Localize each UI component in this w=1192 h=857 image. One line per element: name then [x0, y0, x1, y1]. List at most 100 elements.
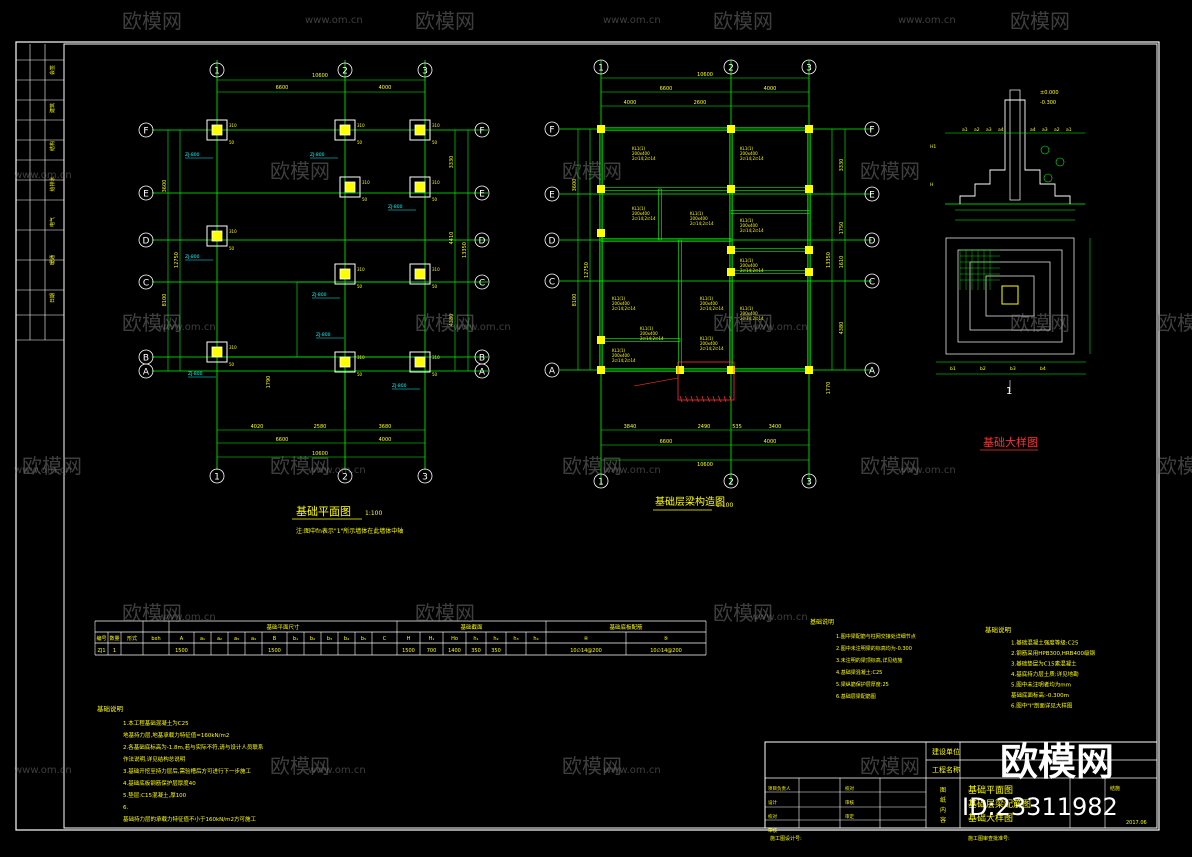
- axis-top-2-label: 2: [728, 64, 734, 74]
- column-section: [727, 125, 735, 133]
- stair-hatch: [729, 395, 732, 403]
- beam-callout: KL1(1): [740, 306, 754, 311]
- title-block-content-label: 内: [940, 806, 946, 814]
- axis-right-F-label: F: [869, 126, 874, 136]
- table-col-header: b₅: [361, 636, 366, 642]
- axis-right-C-bubble: [474, 274, 490, 290]
- dim-right-total: 13350: [462, 242, 468, 258]
- dim-top: 4000: [624, 100, 637, 106]
- footing-dim: 50: [357, 372, 363, 377]
- dim-bottom: 4020: [251, 424, 264, 430]
- foundation-beam: [658, 188, 662, 241]
- dim-top-2: 4000: [379, 85, 392, 91]
- detail-dim-label: a1: [962, 127, 968, 133]
- footing-dim: 50: [432, 372, 438, 377]
- table-group-header: 基础截面: [460, 623, 483, 631]
- axis-left-C-label: C: [143, 279, 149, 289]
- dim-stair: 1790: [266, 376, 272, 389]
- detail-dim-label: H1: [930, 144, 936, 150]
- column-section: [597, 366, 605, 374]
- table-col-header: b₃: [327, 636, 332, 642]
- watermark-url: www.om.cn: [14, 170, 72, 181]
- axis-right-D-bubble: [474, 232, 490, 248]
- footing-callout: ZJ-800: [312, 292, 327, 298]
- table-cell: 1: [113, 648, 116, 654]
- dim-bottom: 4000: [764, 439, 777, 445]
- dim-bottom: 2490: [698, 424, 711, 430]
- watermark-logo: 欧模网: [860, 454, 920, 478]
- watermark-logo: 欧模网: [1010, 311, 1070, 335]
- foundation-beam-plan: KL1(1)200x4002∅14;2∅14KL1(1)200x4002∅14;…: [544, 59, 880, 489]
- side-strip-label: 结构: [49, 141, 56, 151]
- notes-right-line: 基础底面标高:-0.300m: [1011, 691, 1069, 699]
- dim-top: 6600: [660, 86, 673, 92]
- watermark-logo: 欧模网: [860, 159, 920, 183]
- table-col-header: C: [383, 636, 387, 642]
- footing-dim: 310: [357, 355, 365, 360]
- footing-outline: [206, 225, 228, 247]
- title-block-role: 审核: [845, 799, 854, 806]
- axis-left-D-bubble: [138, 232, 154, 248]
- dim-bottom: 2580: [314, 424, 327, 430]
- watermark-logo: 欧模网: [122, 9, 182, 33]
- beam-callout: KL1(1): [740, 146, 754, 151]
- title-block-drawing-name: 基础平面图: [968, 784, 1013, 796]
- table-col-header: b₂: [310, 636, 315, 642]
- axis-bottom-1-bubble: [593, 473, 609, 489]
- dim-bottom: 3400: [769, 424, 782, 430]
- stair-opening: [677, 361, 735, 401]
- notes-mid-line: 2.图中未注明梁的标高均为-0.300: [836, 645, 912, 652]
- column-section: [597, 229, 605, 237]
- watermark-logo: 欧模网: [22, 454, 82, 478]
- table-col-header: 形式: [127, 635, 137, 642]
- dim-bottom: 6600: [660, 439, 673, 445]
- axis-top-1-label: 1: [214, 67, 220, 77]
- table-col-header: Ho: [451, 636, 458, 642]
- footing-callout: ZJ-800: [388, 204, 403, 210]
- beam-callout: 200x400: [740, 311, 758, 316]
- dim-right: 4380: [449, 314, 455, 327]
- detail-dim-label: b2: [980, 366, 986, 372]
- beam-callout: 2∅14;2∅14: [740, 228, 764, 233]
- axis-left-A-label: A: [549, 367, 556, 377]
- table-col-header: H₁: [429, 636, 435, 642]
- axis-top-2-label: 2: [342, 67, 348, 77]
- notes-left-line: 地基持力层,地基承载力特征值=160kN/m2: [123, 731, 229, 739]
- footing-dim: 310: [229, 229, 237, 234]
- footing-callout: ZJ-800: [188, 371, 203, 377]
- footing-dim: 50: [357, 284, 363, 289]
- beam-callout: KL1(1): [700, 336, 714, 341]
- side-strip-label: 会签: [49, 65, 56, 75]
- watermark-logo: 欧模网: [1157, 454, 1192, 478]
- foundation-beam: [730, 210, 810, 214]
- notes-right-line: 3.基础垫层为C15素混凝土: [1011, 660, 1077, 668]
- beam-callout: 2∅14;2∅14: [700, 346, 724, 351]
- axis-top-1-bubble: [593, 59, 609, 75]
- dim-right: 3330: [449, 156, 455, 169]
- table-cell: 10∅14@200: [570, 648, 602, 654]
- watermark-logo: 欧模网: [270, 159, 330, 183]
- axis-left-A-bubble: [544, 362, 560, 378]
- axis-right-A-bubble: [864, 362, 880, 378]
- beam-callout: 2∅14;2∅14: [632, 216, 656, 221]
- footing-outline: [334, 263, 356, 285]
- column-section: [676, 366, 684, 374]
- dim-right-total: 13350: [826, 252, 832, 268]
- watermark-url: www.om.cn: [603, 15, 661, 26]
- detail-dim-label: a1: [1066, 127, 1072, 133]
- notes-mid-heading: 基础说明: [810, 618, 834, 626]
- axis-left-E-label: E: [143, 190, 149, 200]
- footing-callout: ZJ-800: [310, 152, 325, 158]
- footing-dim: 50: [362, 197, 368, 202]
- axis-left-D-label: D: [143, 237, 150, 247]
- outer-frame: [15, 41, 1160, 831]
- column-section: [727, 366, 735, 374]
- footing-outline: [409, 351, 431, 373]
- axis-left-F-bubble: [138, 122, 154, 138]
- footing-outline: [334, 119, 356, 141]
- beam-callout: 200x400: [632, 151, 650, 156]
- column-section: [805, 246, 813, 254]
- notes-right-line: 2.钢筋采用HPB300,HRB400级钢: [1011, 649, 1095, 657]
- table-col-header: a₄: [251, 636, 256, 642]
